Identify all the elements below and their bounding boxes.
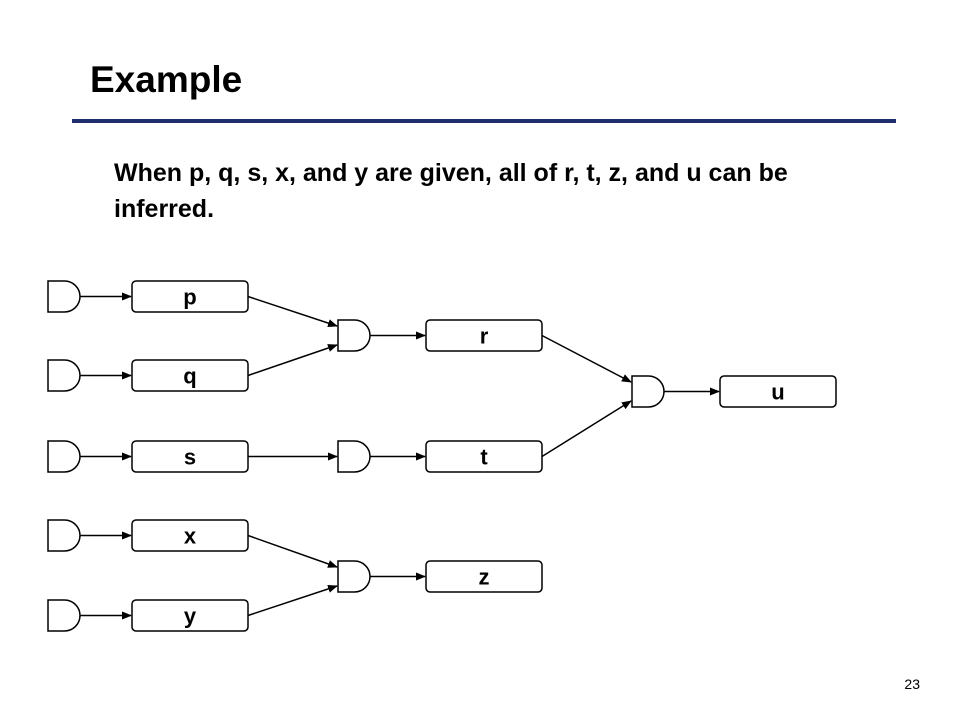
node-z: z: [425, 560, 543, 593]
rule-gate-z: [337, 560, 371, 593]
node-label-r: r: [480, 324, 489, 349]
rule-gate-u: [631, 375, 665, 408]
fact-gate-x: [47, 519, 81, 552]
node-label-p: p: [183, 285, 196, 310]
rule-gate-r: [337, 319, 371, 352]
node-box-r: [425, 319, 543, 352]
rule-input-arrow-p-r: [247, 295, 338, 327]
node-box-s: [131, 440, 249, 473]
page-number: 23: [904, 676, 920, 692]
node-r: r: [425, 319, 543, 352]
node-box-p: [131, 280, 249, 313]
node-x: x: [131, 519, 249, 552]
node-label-y: y: [184, 604, 197, 629]
node-label-x: x: [184, 524, 197, 549]
node-label-q: q: [183, 364, 196, 389]
node-q: q: [131, 359, 249, 392]
rule-input-arrow-y-z: [247, 585, 338, 617]
node-label-t: t: [480, 445, 488, 470]
title-rule: [72, 119, 896, 123]
node-label-s: s: [184, 445, 196, 470]
node-u: u: [719, 375, 837, 408]
node-box-q: [131, 359, 249, 392]
node-s: s: [131, 440, 249, 473]
rule-input-arrow-r-u: [541, 334, 632, 383]
node-box-z: [425, 560, 543, 593]
fact-gate-y: [47, 599, 81, 632]
node-p: p: [131, 280, 249, 313]
body-text: When p, q, s, x, and y are given, all of…: [114, 159, 788, 223]
node-label-z: z: [479, 565, 490, 590]
node-box-u: [719, 375, 837, 408]
rule-input-arrow-q-r: [247, 344, 338, 377]
node-box-t: [425, 440, 543, 473]
fact-gate-q: [47, 359, 81, 392]
node-y: y: [131, 599, 249, 632]
rule-input-arrow-x-z: [247, 534, 338, 568]
node-box-x: [131, 519, 249, 552]
slide-title: Example: [90, 59, 243, 100]
fact-gate-s: [47, 440, 81, 473]
rule-input-arrow-t-u: [541, 400, 632, 458]
node-t: t: [425, 440, 543, 473]
fact-gate-p: [47, 280, 81, 313]
node-label-u: u: [771, 380, 784, 405]
node-box-y: [131, 599, 249, 632]
rule-gate-t: [337, 440, 371, 473]
